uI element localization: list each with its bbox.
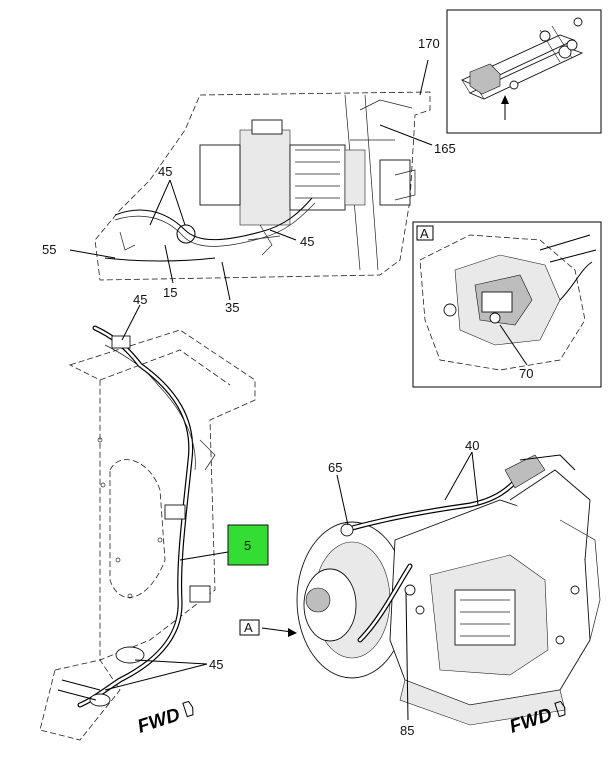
detail-a-label-box: [416, 225, 434, 241]
ref-a-label: A: [244, 620, 253, 635]
fwd-arrow-icon: [182, 700, 194, 718]
ref-a-label-box: [239, 619, 260, 636]
callout-170[interactable]: 170: [418, 36, 440, 51]
callout-40[interactable]: 40: [465, 438, 479, 453]
callout-5[interactable]: 5: [244, 538, 251, 553]
callout-15[interactable]: 15: [163, 285, 177, 300]
transmission-view: [239, 451, 601, 726]
callout-35[interactable]: 35: [225, 300, 239, 315]
callout-45-top[interactable]: 45: [158, 164, 172, 179]
fwd-label-left: FWD: [135, 704, 183, 737]
chassis-locator-inset: [446, 9, 602, 134]
callout-165[interactable]: 165: [434, 141, 456, 156]
frame-harness-view: [69, 59, 433, 301]
cooler-line-view: [39, 304, 256, 741]
callout-55[interactable]: 55: [42, 242, 56, 257]
callout-65[interactable]: 65: [328, 460, 342, 475]
detail-a-view: [412, 221, 602, 388]
detail-a-label: A: [420, 226, 429, 241]
fwd-arrow-icon: [554, 700, 566, 718]
fwd-indicator-left: FWD: [135, 700, 194, 738]
callout-70[interactable]: 70: [519, 366, 533, 381]
callout-45-hose-top[interactable]: 45: [133, 292, 147, 307]
callout-85[interactable]: 85: [400, 723, 414, 738]
part-5-highlight[interactable]: [227, 524, 269, 566]
callout-45-mid[interactable]: 45: [300, 234, 314, 249]
callout-45-hose-bottom[interactable]: 45: [209, 657, 223, 672]
